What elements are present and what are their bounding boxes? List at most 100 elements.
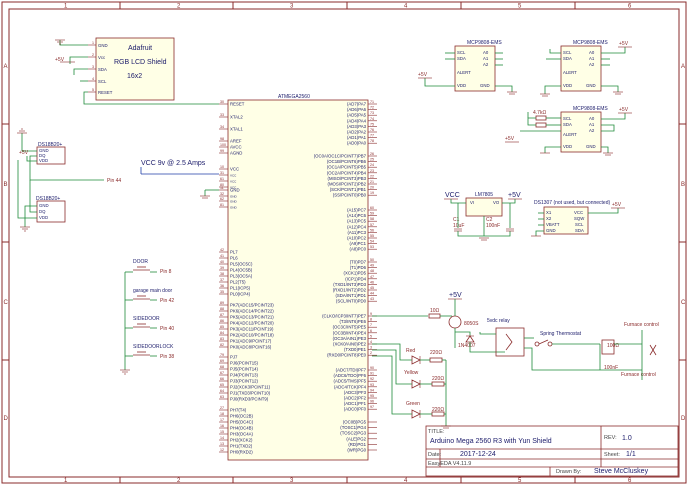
pin-number: 99 (220, 149, 224, 153)
svg-text:C1: C1 (453, 217, 460, 223)
pin-number: 93 (370, 383, 374, 387)
pin-name: PJ2(XCK3/PCINT11) (230, 385, 271, 390)
pin-number: 68 (220, 365, 224, 369)
transistor-label: 8050S (464, 321, 479, 327)
pin-number: 5 (370, 334, 372, 338)
svg-text:SCL: SCL (457, 50, 466, 55)
pin-name: (OC0A/OC1C/PCINT7)PB7 (314, 154, 367, 159)
pin-number: 74 (370, 117, 374, 121)
row-label: A (4, 64, 8, 70)
mcu-pin: 74(AD4)PA4 (347, 117, 377, 123)
pin-name: GND (230, 188, 240, 193)
mcu-pin: 78(AD0)PA0 (347, 139, 377, 146)
svg-text:A1: A1 (589, 122, 595, 127)
svg-text:4: 4 (92, 77, 94, 81)
svg-text:VDD: VDD (563, 83, 572, 88)
svg-text:100nF: 100nF (486, 223, 500, 229)
led-green: Green 220Ω (372, 355, 446, 419)
mcp-label: MCP9808-EMS (573, 40, 608, 46)
furnace-top: Furnace control (624, 322, 659, 328)
mcu-pin: (TOSC2)PG3 (340, 431, 377, 436)
ds18b20-lower: DS18B20+ GND DQ VDD (17, 160, 66, 232)
reg-label: LM7805 (475, 192, 493, 198)
pin-name: (T3/INT6)PE6 (339, 319, 366, 324)
mcu-name: ATMEGA2560 (278, 94, 310, 100)
pin-name: (ADC1)PF1 (344, 401, 367, 406)
pin-name: (ADC7/TDI)PF7 (336, 368, 367, 373)
pin-number: 56 (370, 228, 374, 232)
pin-name: (ADC5/TMS)PF5 (334, 379, 367, 384)
switch-pin: Pin 8 (160, 269, 172, 275)
pin-name: (AD1)PA1 (347, 135, 367, 140)
row-label: D (4, 416, 9, 422)
pin-name: (AD5)PA5 (347, 113, 367, 118)
pin-number: 16 (220, 424, 224, 428)
pin-name: PH0(RXD2) (230, 450, 253, 455)
pin-name: XTAL1 (230, 127, 243, 132)
mcu-pin: 21(MOSI/PCINT2)PB2 (328, 180, 377, 187)
col-label: 4 (404, 478, 408, 484)
mcu-pin: 76(AD2)PA2 (347, 128, 377, 135)
pin-number: 9 (370, 312, 372, 316)
pin-name: PK7(ADC15/PCINT23) (230, 303, 274, 308)
svg-text:GND: GND (586, 83, 596, 88)
pin-number: 33 (220, 113, 224, 117)
pin-name: PL3(OC5A) (230, 274, 253, 279)
pin-name: PJ3(PCINT12) (230, 379, 259, 384)
col-label: 2 (177, 478, 181, 484)
svg-text:SDA: SDA (563, 122, 572, 127)
pin-name: GND (230, 195, 238, 199)
pin-name: (ADC6/TDO)PF6 (334, 373, 367, 378)
mcu-pin: 6(OC3B/INT4)PE4 (333, 329, 377, 335)
pin-name: (A11)PC3 (347, 230, 366, 235)
svg-text:SDA: SDA (575, 228, 584, 233)
pin-number: 71 (370, 100, 374, 104)
pin-number: 80 (220, 183, 224, 187)
pin-name: PJ0(RXD3/PCINT9) (230, 397, 269, 402)
row-label: D (681, 416, 686, 422)
sheet-value: 1/1 (626, 451, 636, 458)
pin-name: PK4(ADC12/PCINT20) (230, 321, 274, 326)
pin-name: (ADC4/TCK)PF4 (334, 384, 367, 389)
pin-number: 42 (220, 248, 224, 252)
pin-name: PL4(OC5B) (230, 268, 253, 273)
pin-name: (SCL/INT0)PD0 (336, 299, 367, 304)
col-label: 1 (64, 478, 68, 484)
col-label: 2 (177, 4, 181, 10)
mcu-pin: 56 (A11)PC3 (347, 228, 377, 235)
pin-name: RESET (230, 102, 245, 107)
svg-text:GND: GND (39, 148, 49, 153)
pin-name: (OC3B/INT4)PE4 (333, 330, 367, 335)
pin-number: 13 (220, 442, 224, 446)
pin-number: 44 (370, 292, 374, 296)
tool-label: EasyEDA V4.11.9 (428, 461, 471, 467)
svg-text:A2: A2 (483, 62, 489, 67)
svg-text:ALERT: ALERT (563, 70, 577, 75)
pin-name: PL1(ICP5) (230, 286, 251, 291)
pin-name: (MOSI/PCINT2)PB2 (328, 182, 367, 187)
pin-number: 43 (370, 297, 374, 301)
pin-name: (A13)PC5 (347, 219, 366, 224)
pin-number: 54 (370, 240, 374, 244)
thermostat-label: Spring Thermostat (540, 331, 582, 337)
svg-text:3: 3 (92, 65, 94, 69)
pin-name: PL7 (230, 250, 238, 255)
pin-number: 76 (370, 128, 374, 132)
pin-name: PK5(ADC13/PCINT21) (230, 315, 274, 320)
pin-number: 53 (370, 245, 374, 249)
svg-text:VO: VO (493, 200, 500, 205)
mcu-pin: 48(XCK1)PD5 (344, 269, 377, 276)
